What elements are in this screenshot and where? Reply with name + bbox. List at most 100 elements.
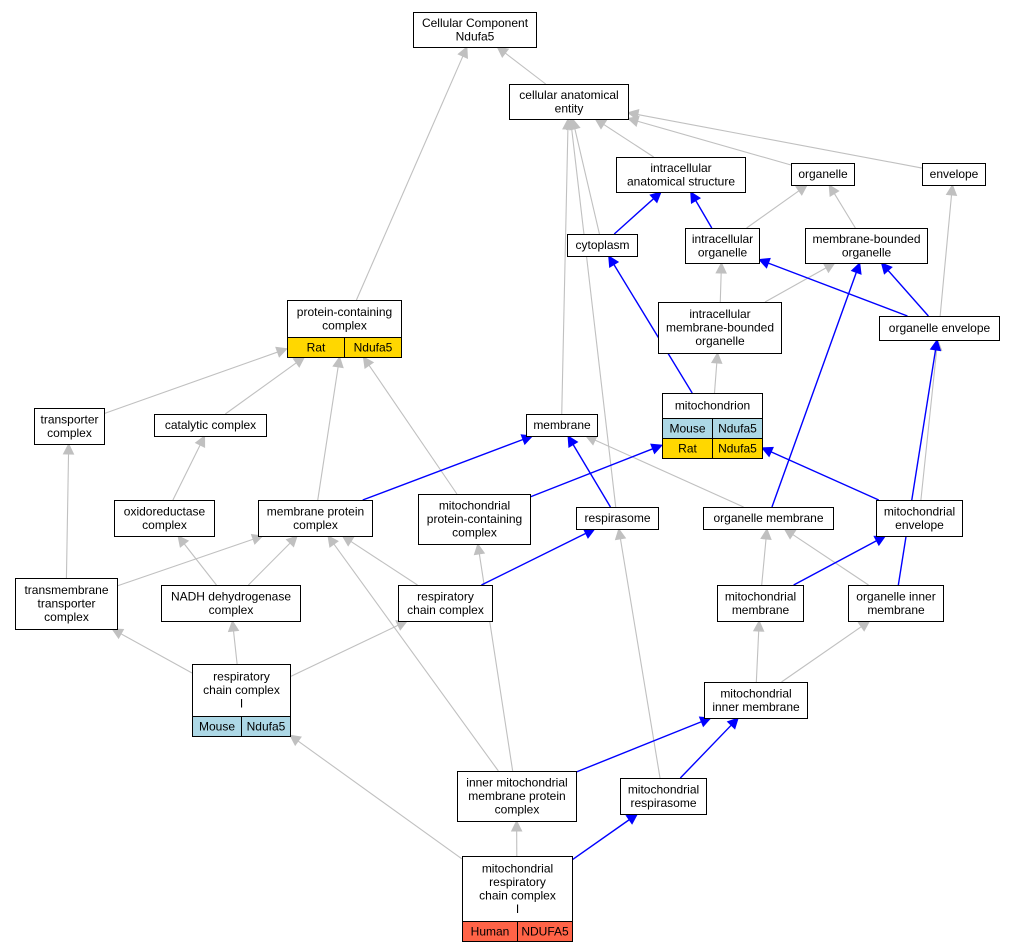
badge-label: Ndufa5: [354, 341, 393, 355]
node-label-line: membrane-bounded: [812, 232, 920, 246]
edge-line: [362, 438, 524, 501]
edge-cellular-anatomical-entity-to-cellular-component: [496, 46, 546, 85]
edge-arrowhead: [857, 620, 871, 632]
edge-line: [183, 543, 217, 586]
edge-cytoplasm-to-intracellular-anatomical-structure: [613, 191, 662, 235]
edge-line: [781, 626, 862, 683]
edge-oxidoreductase-complex-to-catalytic-complex: [172, 434, 206, 501]
edge-arrowhead: [395, 620, 409, 631]
badge-cell-rat: [344, 337, 402, 358]
node-organelle-envelope[interactable]: organelle envelope: [879, 316, 1000, 341]
node-label-line: complex: [495, 803, 540, 817]
edge-arrowhead: [457, 45, 468, 59]
badge-label: Mouse: [669, 422, 705, 436]
edge-arrowhead: [650, 443, 664, 455]
edge-arrowhead: [332, 355, 344, 369]
node-box: [879, 316, 1000, 341]
edge-catalytic-complex-to-protein-containing-complex: [224, 356, 306, 415]
badge-cell-human: [517, 921, 573, 942]
edge-transmembrane-transporter-complex-to-transporter-complex: [62, 442, 75, 579]
node-box: [805, 228, 928, 264]
node-box: [791, 163, 855, 186]
node-label-line: transporter: [37, 597, 95, 611]
node-envelope[interactable]: envelope: [922, 163, 986, 186]
node-membrane[interactable]: membrane: [526, 414, 598, 437]
edge-organelle-inner-membrane-to-organelle-membrane: [783, 528, 869, 586]
edge-mitochondrial-membrane-to-organelle-membrane: [760, 527, 772, 586]
edge-arrowhead: [649, 191, 662, 204]
node-label-line: envelope: [895, 518, 944, 532]
node-label-line: transporter: [40, 412, 98, 426]
node-respirasome[interactable]: respirasome: [576, 507, 659, 530]
node-label-line: mitochondrial: [720, 686, 791, 700]
node-label-line: NADH dehydrogenase: [171, 589, 291, 603]
edge-arrowhead: [945, 183, 958, 196]
edge-line: [887, 270, 929, 317]
edge-nadh-dehydrogenase-complex-to-oxidoreductase-complex: [177, 535, 217, 586]
edge-line: [232, 630, 238, 665]
edge-mitochondrial-inner-membrane-to-mitochondrial-membrane: [752, 619, 765, 683]
badge-label: Human: [471, 925, 510, 939]
edge-line: [792, 534, 869, 586]
edge-arrowhead: [582, 528, 596, 539]
edge-arrowhead: [850, 261, 862, 275]
edge-line: [504, 52, 546, 85]
edge-arrowhead: [510, 819, 523, 832]
node-label-line: inner membrane: [712, 700, 800, 714]
node-organelle-membrane[interactable]: organelle membrane: [703, 507, 834, 530]
edge-arrowhead: [625, 813, 639, 825]
node-label-line: membrane-bounded: [666, 321, 774, 335]
edge-arrowhead: [795, 184, 808, 196]
edge-arrowhead: [327, 535, 339, 548]
node-box: [876, 500, 963, 537]
edge-arrowhead: [362, 356, 375, 369]
edge-line: [713, 362, 718, 394]
node-cytoplasm[interactable]: cytoplasm: [567, 234, 638, 257]
edge-arrowhead: [292, 356, 306, 368]
node-label-line: intracellular: [692, 232, 753, 246]
edge-mitochondrial-respirasome-to-mitochondrial-inner-membrane: [679, 717, 739, 779]
node-label-line: protein-containing: [297, 305, 392, 319]
node-catalytic-complex[interactable]: catalytic complex: [154, 414, 267, 437]
edge-arrowhead: [715, 261, 727, 274]
edge-inner-mitochondrial-membrane-protein-complex-to-mitochondrial-inner-membrane: [575, 716, 712, 773]
node-organelle[interactable]: organelle: [791, 163, 855, 186]
node-label-line: envelope: [930, 167, 979, 181]
badge-cell-rat: [712, 438, 763, 459]
edge-line: [289, 624, 399, 678]
node-box: [457, 771, 577, 822]
edge-arrowhead: [177, 535, 190, 548]
node-box: [922, 163, 986, 186]
edge-line: [764, 267, 827, 303]
edge-mitochondrial-respiratory-chain-complex-i-to-respiratory-chain-complex-i: [289, 734, 463, 860]
node-label-line: respirasome: [630, 796, 696, 810]
edge-line: [771, 272, 857, 508]
edge-line: [939, 194, 953, 317]
edge-arrowhead: [608, 255, 620, 268]
